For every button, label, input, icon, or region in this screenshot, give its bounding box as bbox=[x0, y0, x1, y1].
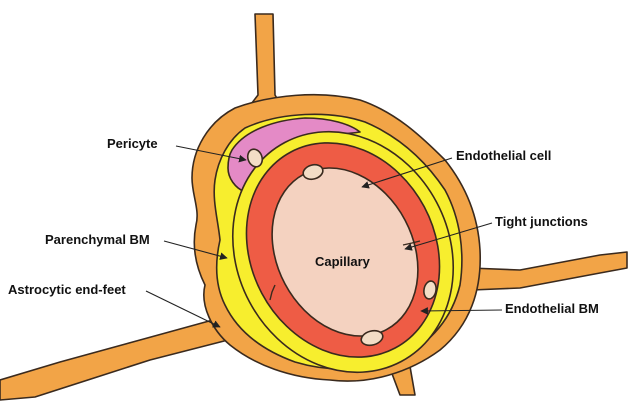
label-endothelial-bm: Endothelial BM bbox=[505, 301, 599, 316]
astrocyte-process-right bbox=[470, 252, 627, 290]
label-astrocytic-end-feet: Astrocytic end-feet bbox=[8, 282, 126, 297]
astrocyte-process-bottom-left bbox=[0, 318, 228, 400]
label-parenchymal-bm: Parenchymal BM bbox=[45, 232, 150, 247]
label-pericyte: Pericyte bbox=[107, 136, 158, 151]
label-endothelial-cell: Endothelial cell bbox=[456, 148, 551, 163]
label-tight-junctions: Tight junctions bbox=[495, 214, 588, 229]
label-capillary: Capillary bbox=[315, 254, 371, 269]
